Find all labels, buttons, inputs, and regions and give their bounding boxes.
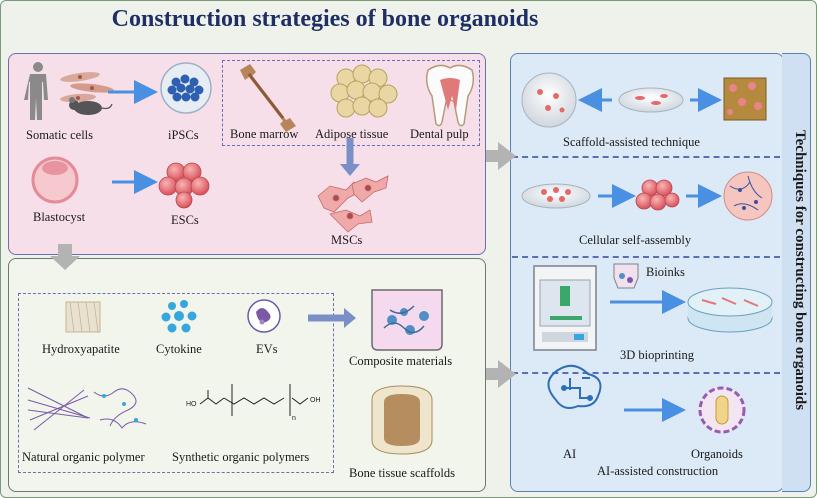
svg-text:n: n — [292, 415, 296, 422]
label-natural-polymer: Natural organic polymer — [22, 450, 145, 464]
blastocyst-icon — [31, 156, 79, 204]
cell-sources-panel — [8, 53, 486, 255]
label-adipose-tissue: Adipose tissue — [315, 127, 389, 141]
scaffold-dish-middle-icon — [618, 87, 684, 113]
fibroblast-cells-icon — [60, 72, 114, 103]
scaffold-dish-left-icon — [521, 72, 577, 128]
label-self-assembly: Cellular self-assembly — [579, 233, 692, 247]
msc-cells-icon — [317, 175, 389, 233]
svg-text:OH: OH — [310, 397, 321, 404]
figure-title: Construction strategies of bone organoid… — [111, 6, 539, 32]
organoid-sphere-icon — [723, 171, 773, 221]
side-title: Techniques for constructing bone organoi… — [792, 129, 808, 411]
label-bone-tissue-scaffolds: Bone tissue scaffolds — [349, 466, 456, 480]
label-synthetic-polymers: Synthetic organic polymers — [172, 450, 310, 464]
label-bioinks: Bioinks — [646, 265, 685, 279]
label-evs: EVs — [256, 342, 278, 356]
printed-construct-icon — [687, 287, 773, 333]
separator-3 — [512, 372, 780, 374]
flow-arrows — [50, 142, 516, 388]
label-dental-pulp: Dental pulp — [410, 127, 469, 141]
dental-pulp-tooth-icon — [425, 64, 475, 127]
natural-polymer-icon — [27, 387, 147, 431]
bone-scaffold-icon — [371, 385, 433, 455]
svg-text:HO: HO — [186, 401, 197, 408]
hydroxyapatite-icon — [65, 301, 101, 333]
mouse-icon — [69, 97, 113, 115]
adipose-tissue-icon — [330, 64, 398, 118]
label-cytokine: Cytokine — [156, 342, 202, 356]
extracellular-vesicles-icon — [247, 299, 281, 333]
label-ai-construction: AI-assisted construction — [597, 464, 719, 478]
label-blastocyst: Blastocyst — [33, 210, 86, 224]
self-assembly-dish-icon — [521, 183, 591, 209]
separator-2 — [512, 256, 780, 258]
label-scaffold-technique: Scaffold-assisted technique — [563, 135, 700, 149]
scaffold-cube-icon — [723, 77, 767, 121]
ipsc-colony-icon — [160, 62, 212, 114]
bone-marrow-icon — [240, 64, 296, 132]
materials-box — [18, 293, 334, 473]
label-ai: AI — [563, 447, 577, 461]
cell-aggregate-icon — [635, 179, 680, 211]
label-composite-materials: Composite materials — [349, 354, 453, 368]
label-3d-bioprinting: 3D bioprinting — [620, 348, 694, 362]
bioinks-tube-icon — [613, 263, 639, 289]
label-organoids: Organoids — [691, 447, 743, 461]
organoid-icon — [698, 386, 746, 434]
synthetic-polymer-structure-icon: HO n OH — [186, 384, 321, 422]
label-bone-marrow: Bone marrow — [230, 127, 299, 141]
label-mscs: MSCs — [331, 233, 363, 247]
ai-brain-icon — [547, 364, 602, 409]
human-silhouette-icon — [24, 62, 48, 120]
separator-1 — [512, 156, 780, 158]
label-somatic-cells: Somatic cells — [26, 128, 93, 142]
bioprinter-icon — [533, 265, 597, 351]
label-escs: ESCs — [171, 213, 199, 227]
label-hydroxyapatite: Hydroxyapatite — [42, 342, 120, 356]
cytokine-icon — [161, 300, 197, 333]
esc-cluster-icon — [158, 162, 210, 209]
side-title-bar — [782, 53, 811, 492]
label-ipscs: iPSCs — [168, 128, 199, 142]
composite-materials-beaker-icon — [371, 289, 443, 351]
